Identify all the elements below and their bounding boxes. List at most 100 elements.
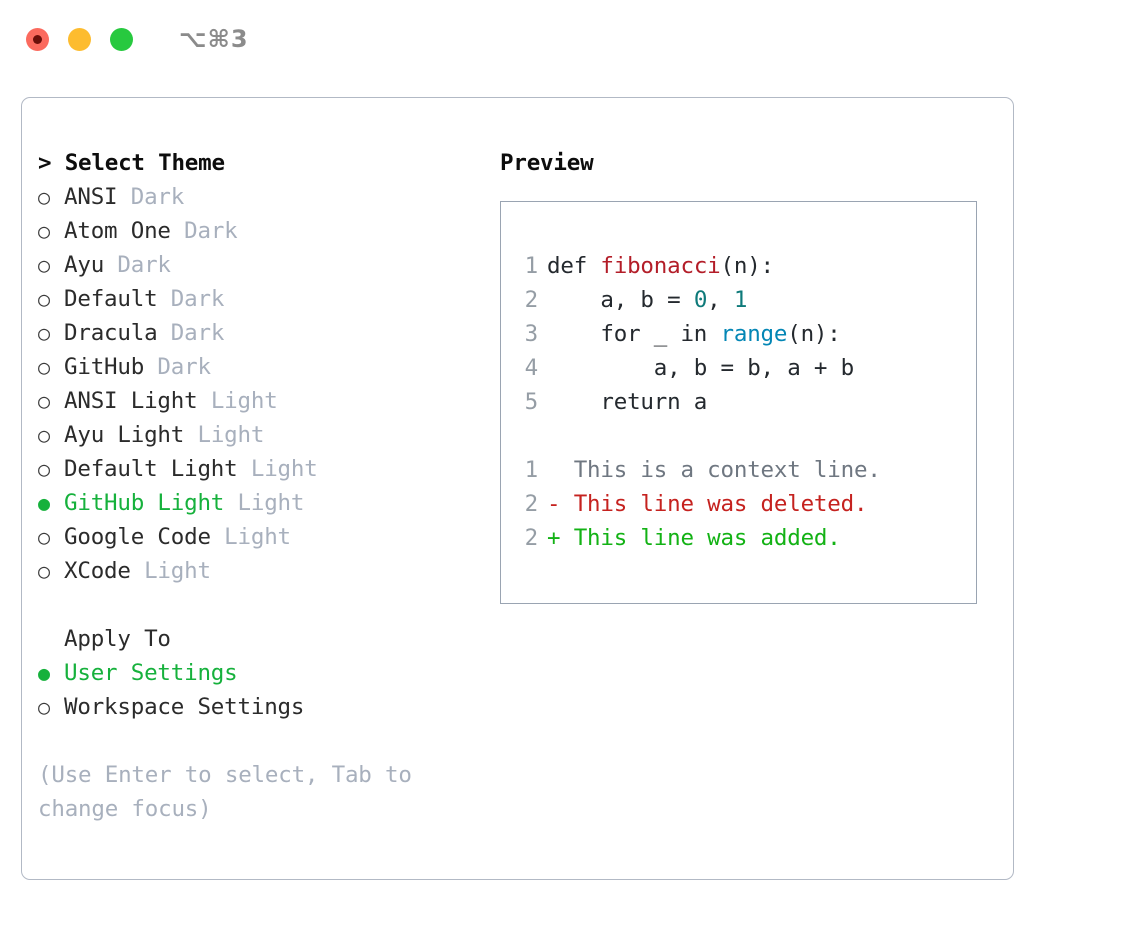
code-token-plain: def: [547, 253, 601, 279]
theme-option-ayu-light[interactable]: ○ Ayu Light Light: [38, 418, 490, 452]
theme-picker-column: > Select Theme ○ANSI Dark○Atom One Dark○…: [22, 146, 490, 879]
diff-sign: +: [547, 525, 574, 551]
theme-option-label: Atom One: [64, 218, 171, 244]
diff-line-deleted: 2- This line was deleted.: [501, 487, 976, 521]
theme-option-tag: Light: [197, 388, 278, 414]
apply-to-option-workspace-settings[interactable]: ○Workspace Settings: [38, 690, 490, 724]
theme-option-google-code[interactable]: ○ Google Code Light: [38, 520, 490, 554]
theme-option-label: GitHub: [64, 354, 145, 380]
radio-selected-icon: ●: [38, 661, 50, 685]
keyboard-hint: (Use Enter to select, Tab to change focu…: [38, 762, 412, 822]
theme-option-label: Ayu Light: [64, 422, 185, 448]
theme-option-label: ANSI Light: [64, 388, 198, 414]
code-line-content: return a: [547, 385, 707, 419]
theme-option-tag: Dark: [157, 286, 225, 312]
title-bar: ⌥⌘3: [0, 0, 1140, 78]
apply-to-heading: Apply To: [64, 626, 171, 652]
theme-option-github[interactable]: ○ GitHub Dark: [38, 350, 490, 384]
radio-unselected-icon: ○: [38, 253, 50, 277]
code-token-num: 1: [733, 287, 748, 313]
code-line-content: def fibonacci(n):: [547, 249, 774, 283]
theme-option-tag: Light: [130, 558, 211, 584]
theme-option-label: GitHub Light: [64, 490, 225, 516]
theme-option-default-light[interactable]: ○Default Light Light: [38, 452, 490, 486]
code-line: 4 a, b = b, a + b: [501, 351, 976, 385]
diff-sample: 1 This is a context line.2- This line wa…: [501, 453, 976, 555]
radio-unselected-icon: ○: [38, 321, 50, 345]
theme-option-tag: Dark: [157, 320, 225, 346]
recording-dot-icon: [33, 34, 42, 44]
theme-option-label: Default: [64, 286, 158, 312]
code-line: 2 a, b = 0, 1: [501, 283, 976, 317]
diff-line-added: 2+ This line was added.: [501, 521, 976, 555]
theme-list[interactable]: ○ ANSI Dark ○ Atom One Dark ○ Ayu Dark ○ Defaul…: [38, 180, 490, 588]
diff-line-context: 1 This is a context line.: [501, 453, 976, 487]
theme-option-label: XCode: [64, 558, 131, 584]
diff-sign: -: [547, 491, 574, 517]
diff-line-text: This line was deleted.: [573, 491, 868, 517]
diff-line-text: This is a context line.: [573, 457, 881, 483]
page-title: > Select Theme: [38, 150, 225, 176]
theme-option-github-light[interactable]: ● GitHub Light Light: [38, 486, 490, 520]
theme-option-ansi-light[interactable]: ○ ANSI Light Light: [38, 384, 490, 418]
radio-unselected-icon: ○: [38, 559, 50, 583]
main-panel: > Select Theme ○ANSI Dark○Atom One Dark○…: [21, 97, 1014, 880]
theme-option-ansi[interactable]: ○ANSI Dark: [38, 180, 490, 214]
radio-unselected-icon: ○: [38, 423, 50, 447]
theme-option-tag: Light: [210, 524, 291, 550]
code-token-plain: return a: [547, 389, 708, 415]
apply-to-list[interactable]: ● User Settings ○Workspace Settings: [38, 656, 490, 724]
code-token-call: range: [720, 321, 788, 347]
code-line-number: 5: [524, 389, 539, 415]
code-token-plain: for _ in: [547, 321, 721, 347]
theme-option-xcode[interactable]: ○ XCode Light: [38, 554, 490, 588]
radio-unselected-icon: ○: [38, 389, 50, 413]
close-button[interactable]: [26, 27, 49, 51]
theme-option-default[interactable]: ○ Default Dark: [38, 282, 490, 316]
diff-line-number: 1: [524, 457, 539, 483]
theme-option-tag: Dark: [104, 252, 171, 278]
code-line: 3 for _ in range(n):: [501, 317, 976, 351]
diff-line-number: 2: [524, 525, 539, 551]
theme-option-label: Ayu: [64, 252, 105, 278]
radio-unselected-icon: ○: [38, 695, 50, 719]
theme-option-ayu[interactable]: ○ Ayu Dark: [38, 248, 490, 282]
theme-option-tag: Dark: [144, 354, 211, 380]
theme-option-tag: Light: [224, 490, 305, 516]
apply-to-option-user-settings[interactable]: ● User Settings: [38, 656, 490, 690]
code-line-number: 4: [524, 355, 539, 381]
radio-unselected-icon: ○: [38, 355, 50, 379]
theme-option-atom-one[interactable]: ○ Atom One Dark: [38, 214, 490, 248]
radio-unselected-icon: ○: [38, 457, 50, 481]
theme-option-label: Dracula: [64, 320, 158, 346]
diff-sign: [547, 453, 574, 487]
maximize-button[interactable]: [110, 27, 133, 51]
theme-option-tag: Dark: [170, 218, 238, 244]
radio-unselected-icon: ○: [38, 219, 50, 243]
theme-option-label: ANSI: [64, 184, 118, 210]
code-token-plain: a, b =: [547, 287, 694, 313]
theme-option-label: Google Code: [64, 524, 211, 550]
theme-option-dracula[interactable]: ○ Dracula Dark: [38, 316, 490, 350]
code-line-number: 3: [524, 321, 539, 347]
diff-line-number: 2: [524, 491, 539, 517]
code-diff-separator: [501, 419, 976, 453]
code-token-plain: ,: [707, 287, 734, 313]
radio-unselected-icon: ○: [38, 525, 50, 549]
code-token-plain: (n):: [720, 253, 775, 279]
radio-unselected-icon: ○: [38, 287, 50, 311]
code-line: 1 def fibonacci(n):: [501, 249, 976, 283]
traffic-lights: [26, 27, 133, 51]
code-line-number: 1: [524, 253, 539, 279]
radio-selected-icon: ●: [38, 491, 50, 515]
theme-option-tag: Light: [184, 422, 265, 448]
radio-unselected-icon: ○: [38, 185, 50, 209]
minimize-button[interactable]: [68, 27, 91, 51]
code-token-fn: fibonacci: [600, 253, 721, 279]
theme-option-label: Default Light: [64, 456, 238, 482]
apply-to-option-label: User Settings: [64, 660, 238, 686]
